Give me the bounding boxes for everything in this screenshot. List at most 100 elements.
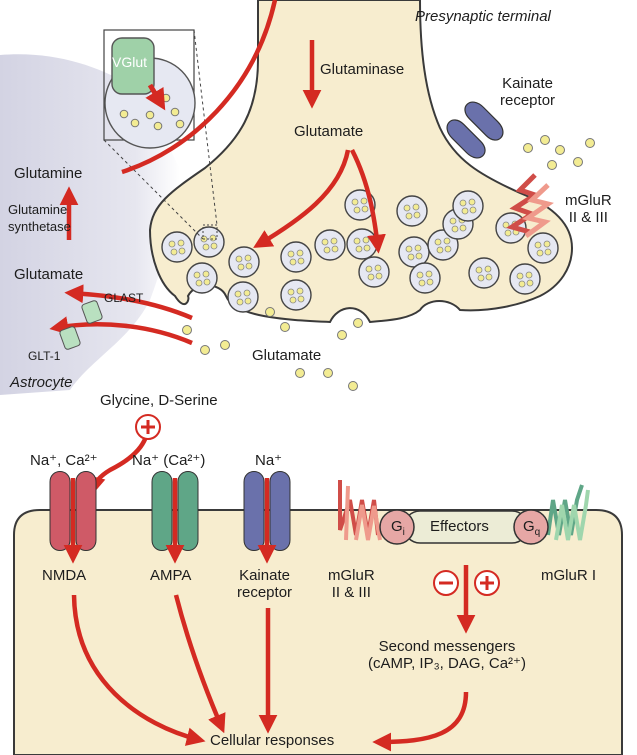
released-glutamate [182,135,595,391]
vesicle-glutamate-dot [443,237,451,245]
vesicle-glutamate-dot [414,244,422,252]
second-messengers-line-1: Second messengers [378,638,516,655]
vesicle-glutamate-dot [469,206,477,214]
vesicle-icon [228,246,260,278]
vesicle-glutamate-dot [544,248,552,256]
glt1-transporter [59,326,81,350]
vesicle-glutamate-dot [244,297,252,305]
vesicle-icon [509,263,541,295]
vesicle-glutamate-dot [202,243,210,251]
ampa-label: AMPA [150,567,192,584]
post-mglur-line-1: mGluR [328,567,375,584]
vesicle-glutamate-dot [536,249,544,257]
vesicle-glutamate-dot [202,270,210,278]
vesicle-glutamate-dot [526,279,534,287]
gi-label: Gi [391,518,405,538]
vesicle-icon [452,190,484,222]
vesicle-glutamate-dot [518,280,526,288]
kainate-line-1: Kainate [502,75,553,92]
second-messengers-label: Second messengers (cAMP, IP₃, DAG, Ca²⁺) [368,638,526,673]
second-messengers-line-2: (cAMP, IP₃, DAG, Ca²⁺) [368,655,526,673]
vesicle-icon [280,241,312,273]
postsynaptic-mglur-2-3 [338,480,382,541]
cellular-responses-label: Cellular responses [210,732,335,749]
presynaptic-kainate-label: Kainate receptor [500,75,555,110]
vesicle-glutamate-dot [484,265,492,273]
vesicle-glutamate-dot [209,234,217,242]
enzyme-line-2: synthetase [8,218,71,234]
vesicle-glutamate-dot [425,270,433,278]
vesicle-glutamate-dot [360,197,368,205]
gq-label: Gq [523,518,541,538]
vesicle-glutamate-dot [459,224,467,232]
vesicle-glutamate-dot [245,262,253,270]
vesicle-glutamate-dot [434,238,442,246]
vesicle-glutamate-dot [296,287,304,295]
glt1-label: GLT-1 [28,349,61,363]
vesicle-glutamate-dot [244,254,252,262]
metabolic-arrows [49,0,386,496]
vesicle-glutamate-dot [353,237,361,245]
vglut-label: VGlut [112,54,148,70]
vesicle-glutamate-dot [289,258,297,266]
signaling-arrows [71,565,476,752]
vesicle-glutamate-dot [351,198,359,206]
effectors-label: Effectors [430,518,489,535]
vesicle-glutamate-dot [289,296,297,304]
enzyme-line-1: Glutamine [8,202,68,217]
minus-icon [433,570,459,596]
vesicle-glutamate-dot [444,245,452,253]
vesicle-glutamate-dot [243,289,251,297]
glutaminase-label: Glutaminase [320,61,405,78]
vesicle-glutamate-dot [415,252,423,260]
vesicle-glutamate-dot [237,263,245,271]
vesicle-icon [161,231,193,263]
vesicle-glutamate-dot [405,212,413,220]
kainate-line-2: receptor [500,92,556,110]
vesicle-glutamate-dot [468,198,476,206]
ampa-ion-label: Na⁺ (Ca²⁺) [132,452,206,469]
vglut-inset [103,29,218,240]
glast-transporter [81,300,103,324]
glast-label: GLAST [104,291,144,305]
vesicle-glutamate-dot [374,264,382,272]
post-mglur-line-2: II & III [331,584,371,602]
presynaptic-glutamate-label: Glutamate [294,123,364,140]
vesicle-glutamate-dot [375,272,383,280]
vesicle-glutamate-dot [543,240,551,248]
ampa-receptor [151,471,199,551]
vesicle-glutamate-dot [418,279,426,287]
vesicle-glutamate-dot [236,298,244,306]
vesicle-icon [527,232,559,264]
vesicle-glutamate-dot [363,244,371,252]
vesicle-glutamate-dot [405,245,413,253]
vesicle-icon [280,279,312,311]
vesicle-glutamate-dot [459,199,467,207]
vesicle-glutamate-dot [416,271,424,279]
presynaptic-mglur-receptor [505,173,554,239]
vesicle-glutamate-dot [403,204,411,212]
vesicle-glutamate-dot [287,288,295,296]
kainate-ion-label: Na⁺ [255,452,283,469]
vesicle-glutamate-dot [365,265,373,273]
astrocyte-label: Astrocyte [10,374,73,391]
vesicle-icon [396,195,428,227]
vesicle-glutamate-dot [297,295,305,303]
vesicle-glutamate-dot [321,238,329,246]
vesicle-glutamate-dot [413,211,421,219]
vesicle-glutamate-dot [436,246,444,254]
vesicle-glutamate-dot [297,257,305,265]
vesicle-glutamate-dot [475,266,483,274]
vesicle-glutamate-dot [168,240,176,248]
vesicle-glutamate-dot [461,207,469,215]
vesicle-icon [346,228,378,260]
vesicle-glutamate-dot [330,237,338,245]
vesicle-glutamate-dot [178,247,186,255]
presynaptic-terminal-title: Presynaptic terminal [415,8,551,25]
vesicle-glutamate-dot [210,242,218,250]
vesicle-glutamate-dot [177,239,185,247]
vesicle-icon [227,281,259,313]
presynaptic-mglur-label: mGluR II & III [565,192,612,227]
